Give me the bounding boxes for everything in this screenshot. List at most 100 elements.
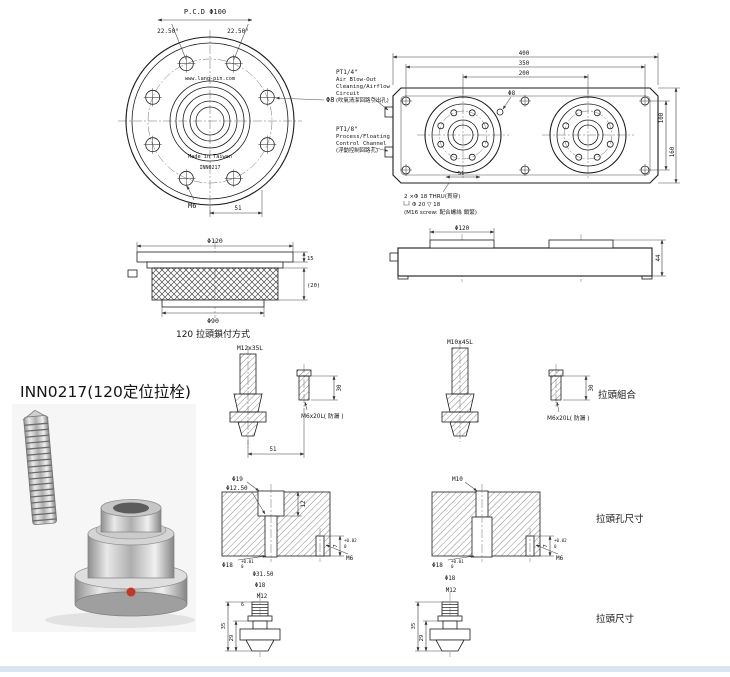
pull-stud-photo [22,409,57,526]
flange-m6-label: M6 [188,202,196,210]
plate-side-view: Φ120 44 [389,225,666,282]
screw-right-spec: M6x20L( 防漏 ) [547,414,590,422]
pt18-line3: (浮動控制回路孔) [336,146,378,154]
process-port-fitting [384,146,394,158]
stud-hole-section-right: M10 Φ18 +0.01 0 7 +0.02 0 M6 拉頭孔尺寸 [431,476,644,569]
flange-angle-left: 22.50° [157,28,179,35]
stud-hole-section-left: Φ19 Φ12.50 12 Φ18 +0.01 0 7 +0.02 0 M6 [221,476,357,569]
assembly-dim-30-right: 30 [589,384,595,391]
pull-stud-assembly-left: M12x35L 30 M6x20L( 防漏 ) 51 [229,345,344,458]
hole-m10-label: M10 [452,476,463,483]
hole-dia18-right: Φ18 [432,562,443,569]
flange-made-in-text: Made in Taiwan [188,154,232,160]
flange-dia8-label: Φ8 [326,96,334,104]
footer-strip [0,666,730,672]
hole-dim-7-left-tol-zero: 0 [344,544,347,549]
plate-dim-51: 51 [458,171,465,177]
holes-caption: 拉頭孔尺寸 [596,513,644,525]
pull-stud-dims-right: Φ18 M12 35 29 拉頭尺寸 [411,576,635,657]
plate-dim-350: 350 [519,61,530,67]
plate-dim-400: 400 [519,51,530,57]
hole-dim-7-right: 7 [543,544,549,547]
pt14-line3: Circuit [336,91,360,97]
side-fitting [127,269,138,278]
pt14-callout: PT1/4" Air Blow-Out Cleaning/Airflow Cir… [336,69,391,111]
stud-dims-caption: 拉頭尺寸 [596,613,635,625]
hole-m6-right: M6 [556,555,564,562]
pt14-title: PT1/4" [336,69,358,76]
hole-dia1250-label: Φ12.50 [226,485,248,492]
pt18-line1: Process/Floating [336,134,390,140]
hole-dim-7-right-tol-zero: 0 [554,544,557,549]
stud-dim-35-right: 35 [411,623,417,630]
assembly-caption: 拉頭組合 [598,389,637,401]
product-title: INN0217(120定位拉栓) [20,383,191,401]
side-dim-15: 15 [307,256,314,262]
hole-dim-12: 12 [301,501,307,508]
plate-dia8-label: Φ8 [508,90,516,97]
pull-stud-dims-left: Φ31.50 Φ18 M12 6 35 29 [221,572,281,657]
hole-dim-7-right-tol-plus: +0.02 [554,538,567,543]
stud-dim-29-left: 29 [229,635,235,642]
side-dia120-label: Φ120 [207,237,223,245]
chuck-side-view: Φ120 15 (20) Φ90 120 拉頭鎖付方式 [127,237,320,340]
plate-side-dim-44: 44 [656,254,662,261]
stud-dim-6: 6 [241,602,244,608]
hole-dim-7-left: 7 [333,544,339,547]
product-block: INN0217(120定位拉栓) [12,383,196,632]
stud-m12-left-label: M12 [257,594,267,600]
plate-mounting-holes [400,95,651,176]
stud-left-spec: M12x35L [237,345,263,352]
note-thru: 2 ×Φ 18 THRU(貫穿) [404,192,460,200]
side-dim-20: (20) [307,283,320,289]
flange-angle-right: 22.50° [227,28,249,35]
plate-dim-200: 200 [519,71,530,77]
stud-dia18-left-label: Φ18 [255,583,266,589]
flange-brand-text: www.lang-pin.com [185,76,235,82]
flange-pcd-label: P.C.D Φ100 [184,8,226,16]
chuck-photo [45,499,195,628]
flange-bolt-holes [143,54,277,188]
stud-dia3150-label: Φ31.50 [253,572,274,578]
stud-dim-35-left: 35 [221,623,227,630]
note-counterbore: Φ 20 ▽ 18 [412,202,441,208]
pt14-line1: Air Blow-Out [336,77,376,83]
flange-front-view: P.C.D Φ100 22.50° 22.50° www.lang-pin.co… [118,8,334,217]
flange-dim-51: 51 [234,205,242,212]
pull-stud-assembly-right: M10x45L 30 M6x20L( 防漏 ) 拉頭組合 [441,339,637,442]
stud-dim-29-right: 29 [419,635,425,642]
counterbore-symbol-icon [403,201,410,206]
pt14-line2: Cleaning/Airflow [336,84,391,90]
plate-side-dia120: Φ120 [455,225,470,232]
hole-dia18-right-tol-zero: 0 [451,564,454,569]
plate-thru-note: 2 ×Φ 18 THRU(貫穿) Φ 20 ▽ 18 (M16 screw: 配… [403,182,477,216]
assembly-dim-51: 51 [270,447,277,453]
pt18-line2: Control Channel [336,141,387,147]
note-screw: (M16 screw: 配合螺絲 鎖緊) [404,208,477,216]
red-index-dot [126,587,136,597]
hole-dia18-right-tol-plus: +0.01 [451,559,464,564]
flange-model-text: INN0217 [199,165,220,171]
clamp-spring-section [151,267,279,301]
air-port-fitting [384,106,394,118]
hole-dia18-left-tol-plus: +0.01 [241,559,254,564]
stud-right-spec: M10x45L [447,339,473,346]
hole-dia18-left-tol-zero: 0 [241,564,244,569]
assembly-dim-30-left: 30 [337,384,343,391]
hole-dim-7-left-tol-plus: +0.02 [344,538,357,543]
hole-m6-left: M6 [346,555,354,562]
pt18-callout: PT1/8" Process/Floating Control Channel … [336,126,390,154]
base-plate-top-view: Φ8 400 350 200 100 160 51 PT1/4" Air Blo… [336,51,680,216]
plate-chuck-right [542,90,634,180]
stud-m12-right-label: M12 [446,588,456,594]
screw-left-spec: M6x20L( 防漏 ) [301,412,344,420]
pt18-title: PT1/8" [336,126,358,133]
side-view-caption: 120 拉頭鎖付方式 [176,328,250,340]
plate-dim-100: 100 [659,112,665,123]
pt14-line4: (吹氣清潔回路引出孔) [336,96,389,104]
plate-dim-160: 160 [670,146,676,157]
hole-dia18-left: Φ18 [222,562,233,569]
side-dia90-label: Φ90 [207,317,219,325]
